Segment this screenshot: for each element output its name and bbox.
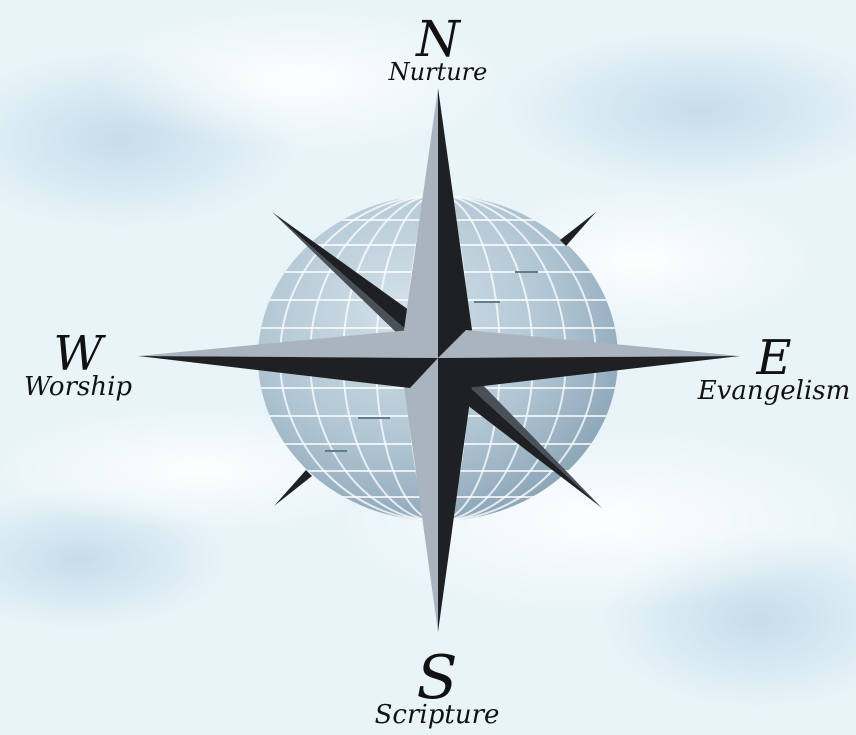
south-letter: S (362, 648, 512, 708)
compass-label-west: W Worship (8, 330, 148, 400)
east-word: Evangelism (692, 378, 856, 404)
south-word: Scripture (362, 702, 512, 728)
compass-label-north: N Nurture (378, 14, 498, 84)
west-word: Worship (8, 374, 148, 400)
compass-label-east: E Evangelism (692, 334, 856, 404)
north-word: Nurture (378, 60, 498, 84)
west-letter: W (8, 330, 148, 378)
east-letter: E (692, 334, 856, 382)
north-letter: N (378, 14, 498, 64)
compass-label-south: S Scripture (362, 648, 512, 728)
